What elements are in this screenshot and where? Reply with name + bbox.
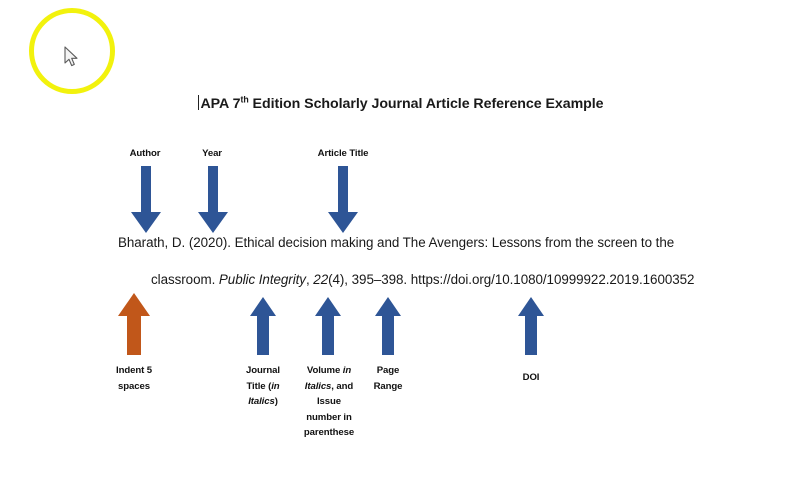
citation-classroom-text: classroom. (151, 272, 219, 287)
citation-line-1: Bharath, D. (2020). Ethical decision mak… (118, 235, 674, 250)
arrow-up-indent (118, 293, 150, 355)
label-page-range-line-2: Range (373, 380, 403, 392)
label-volume-issue-line-1: Volume in (293, 363, 365, 379)
page-title-prefix: APA 7 (200, 96, 241, 112)
label-volume-issue-line-2-post: , and (331, 380, 354, 392)
citation-line-1-text: Bharath, D. (2020). Ethical decision mak… (118, 235, 675, 250)
label-journal-title-line-2-italic: in (271, 380, 280, 392)
label-volume-issue-line-2: Italics, and (293, 379, 365, 395)
label-page-range-line-1: Page (376, 365, 400, 376)
page-title: APA 7th Edition Scholarly Journal Articl… (0, 95, 802, 112)
label-article-title-text: Article Title (317, 148, 369, 159)
arrow-down-author (131, 166, 161, 233)
label-indent-line-1: Indent 5 (116, 365, 152, 376)
citation-journal-title: Public Integrity (218, 272, 306, 287)
page-title-superscript: th (240, 94, 249, 105)
label-volume-issue-line-5: parenthese (303, 427, 355, 438)
arrow-up-journal-title (250, 297, 276, 355)
label-doi: DOI (505, 370, 557, 386)
label-journal-title: Journal Title (in Italics) (232, 363, 294, 410)
label-volume-issue-line-1-italic: in (342, 365, 352, 376)
arrow-down-article-title (328, 166, 358, 233)
label-journal-title-line-2-pre: Title ( (246, 380, 272, 392)
label-doi-line-1: DOI (522, 372, 540, 383)
citation-issue-pages-doi: (4), 395–398. https://doi.org/10.1080/10… (328, 272, 695, 287)
label-journal-title-line-3: Italics) (232, 394, 294, 410)
label-volume-issue-line-3: Issue (316, 396, 342, 407)
label-volume-issue-line-1-pre: Volume (306, 365, 343, 376)
label-author: Author (113, 146, 177, 162)
mouse-pointer-icon (64, 46, 78, 67)
citation-volume: 22 (313, 272, 329, 287)
label-year: Year (182, 146, 242, 162)
label-volume-issue-line-4: number in (306, 411, 352, 423)
text-caret (198, 95, 200, 110)
label-year-text: Year (202, 148, 222, 159)
label-volume-issue: Volume in Italics, and Issue number in p… (293, 363, 365, 441)
label-author-text: Author (129, 148, 161, 159)
arrow-up-volume-issue (315, 297, 341, 355)
arrow-down-year (198, 166, 228, 233)
citation-line-2: classroom. Public Integrity, 22(4), 395–… (151, 272, 695, 287)
label-journal-title-line-1: Journal (246, 365, 280, 376)
arrow-up-page-range (375, 297, 401, 355)
arrow-up-doi (518, 297, 544, 355)
label-indent-line-2: spaces (118, 380, 150, 392)
label-page-range: Page Range (362, 363, 414, 394)
page-title-suffix: Edition Scholarly Journal Article Refere… (248, 96, 604, 112)
cursor-highlight-ring (29, 8, 115, 94)
label-volume-issue-line-2-italic: Italics (304, 380, 332, 392)
citation-separator: , (305, 272, 314, 287)
label-journal-title-line-2: Title (in (232, 379, 294, 395)
label-journal-title-line-3-italic: Italics (248, 396, 275, 407)
label-indent: Indent 5 spaces (100, 363, 168, 394)
label-journal-title-line-3-post: ) (274, 396, 278, 407)
label-article-title: Article Title (300, 146, 386, 162)
